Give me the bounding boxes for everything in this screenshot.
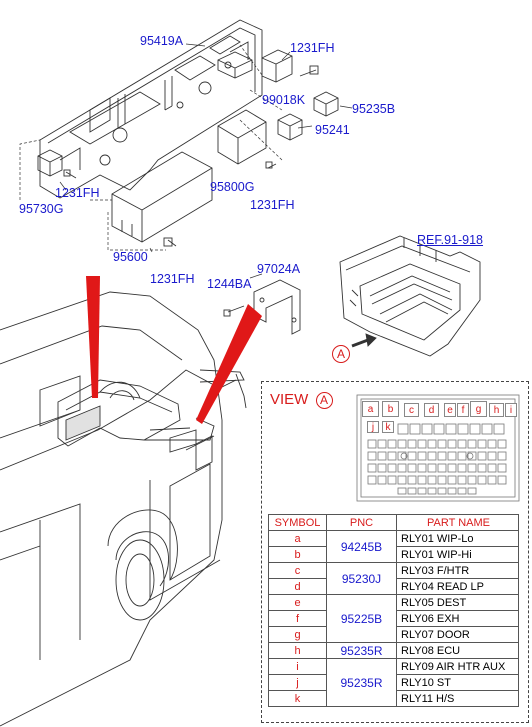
- fuse-label-b: b: [382, 401, 399, 417]
- cell-part-name: RLY11 H/S: [396, 690, 519, 707]
- view-a-panel: [261, 381, 529, 723]
- label-ref: REF.91-918: [417, 233, 484, 247]
- label-95235B: 95235B: [352, 102, 396, 116]
- label-95241: 95241: [315, 123, 350, 137]
- cell-part-name: RLY03 F/HTR: [396, 562, 519, 579]
- ecu-95600: [111, 151, 213, 247]
- fuse-label-g: g: [470, 401, 487, 417]
- relay-95730G: [37, 149, 77, 179]
- header-symbol: SYMBOL: [268, 514, 327, 531]
- fuse-label-f: f: [457, 403, 469, 417]
- relay-95241: [277, 113, 303, 141]
- view-word: VIEW: [270, 391, 309, 408]
- cell-part-name: RLY07 DOOR: [396, 626, 519, 643]
- cell-part-name: RLY01 WIP-Lo: [396, 530, 519, 547]
- fuse-panel-view: [356, 394, 520, 502]
- leader-lines: [19, 44, 283, 251]
- cell-pnc: 95230J: [326, 562, 397, 595]
- fuse-label-e: e: [444, 403, 456, 417]
- fuse-label-c: c: [404, 403, 419, 417]
- cell-symbol: j: [268, 674, 327, 691]
- label-95730G: 95730G: [19, 202, 64, 216]
- fuse-slot-grid: [367, 423, 507, 495]
- label-99018K: 99018K: [262, 93, 306, 107]
- cell-pnc: 95235R: [326, 658, 397, 707]
- bus-body: [0, 291, 247, 727]
- pointer-wedge-right: [196, 304, 262, 424]
- table-row: g RLY07 DOOR: [268, 626, 519, 643]
- cell-part-name: RLY06 EXH: [396, 610, 519, 627]
- parts-table-header: SYMBOL PNC PART NAME: [268, 514, 519, 531]
- cell-pnc: 95225B: [326, 594, 397, 643]
- cell-symbol: k: [268, 690, 327, 707]
- view-a-marker: A: [332, 345, 350, 363]
- table-row: b RLY01 WIP-Hi: [268, 546, 519, 563]
- cell-symbol: i: [268, 658, 327, 675]
- cell-symbol: e: [268, 594, 327, 611]
- cell-pnc: 95235R: [326, 642, 397, 659]
- cell-symbol: g: [268, 626, 327, 643]
- fuse-label-a: a: [362, 401, 379, 417]
- pointer-wedge-left: [86, 276, 100, 398]
- cell-part-name: RLY01 WIP-Hi: [396, 546, 519, 563]
- cell-symbol: h: [268, 642, 327, 659]
- mounting-plate-95419A: [39, 19, 263, 199]
- header-part-name: PART NAME: [396, 514, 519, 531]
- cell-pnc: 94245B: [326, 530, 397, 563]
- fuse-label-k: k: [382, 421, 394, 433]
- cell-symbol: a: [268, 530, 327, 547]
- cell-part-name: RLY08 ECU: [396, 642, 519, 659]
- relay-95235B: [313, 91, 339, 117]
- label-1244BA: 1244BA: [207, 277, 252, 291]
- label-95800G: 95800G: [210, 180, 255, 194]
- fuse-label-d: d: [424, 403, 439, 417]
- cell-symbol: f: [268, 610, 327, 627]
- label-95419A: 95419A: [140, 34, 184, 48]
- view-a-title: VIEW A: [270, 391, 333, 409]
- view-arrow: [351, 333, 377, 348]
- label-95600: 95600: [113, 250, 148, 264]
- module-95800G: [217, 109, 277, 169]
- fuse-label-j: j: [367, 421, 379, 433]
- label-1231FH-left: 1231FH: [55, 186, 100, 200]
- table-row: k RLY11 H/S: [268, 690, 519, 707]
- relay-99018K: [261, 49, 293, 83]
- fuse-label-i: i: [505, 403, 517, 417]
- relay-box-95419: [217, 51, 253, 79]
- table-row: f RLY06 EXH: [268, 610, 519, 627]
- cell-symbol: d: [268, 578, 327, 595]
- cell-part-name: RLY10 ST: [396, 674, 519, 691]
- view-letter: A: [315, 391, 333, 409]
- fuse-label-h: h: [489, 403, 504, 417]
- header-pnc: PNC: [326, 514, 397, 531]
- cell-part-name: RLY05 DEST: [396, 594, 519, 611]
- cell-symbol: c: [268, 562, 327, 579]
- cell-part-name: RLY09 AIR HTR AUX: [396, 658, 519, 675]
- cell-part-name: RLY04 READ LP: [396, 578, 519, 595]
- label-1231FH-mid: 1231FH: [250, 198, 295, 212]
- cell-symbol: b: [268, 546, 327, 563]
- junction-box: [339, 235, 481, 357]
- label-1231FH-top: 1231FH: [290, 41, 335, 55]
- label-97024A: 97024A: [257, 262, 301, 276]
- label-leaders: [59, 43, 353, 279]
- screw-1231FH-a: [299, 65, 319, 77]
- label-1231FH-bottom: 1231FH: [150, 272, 195, 286]
- dashboard: [57, 379, 215, 471]
